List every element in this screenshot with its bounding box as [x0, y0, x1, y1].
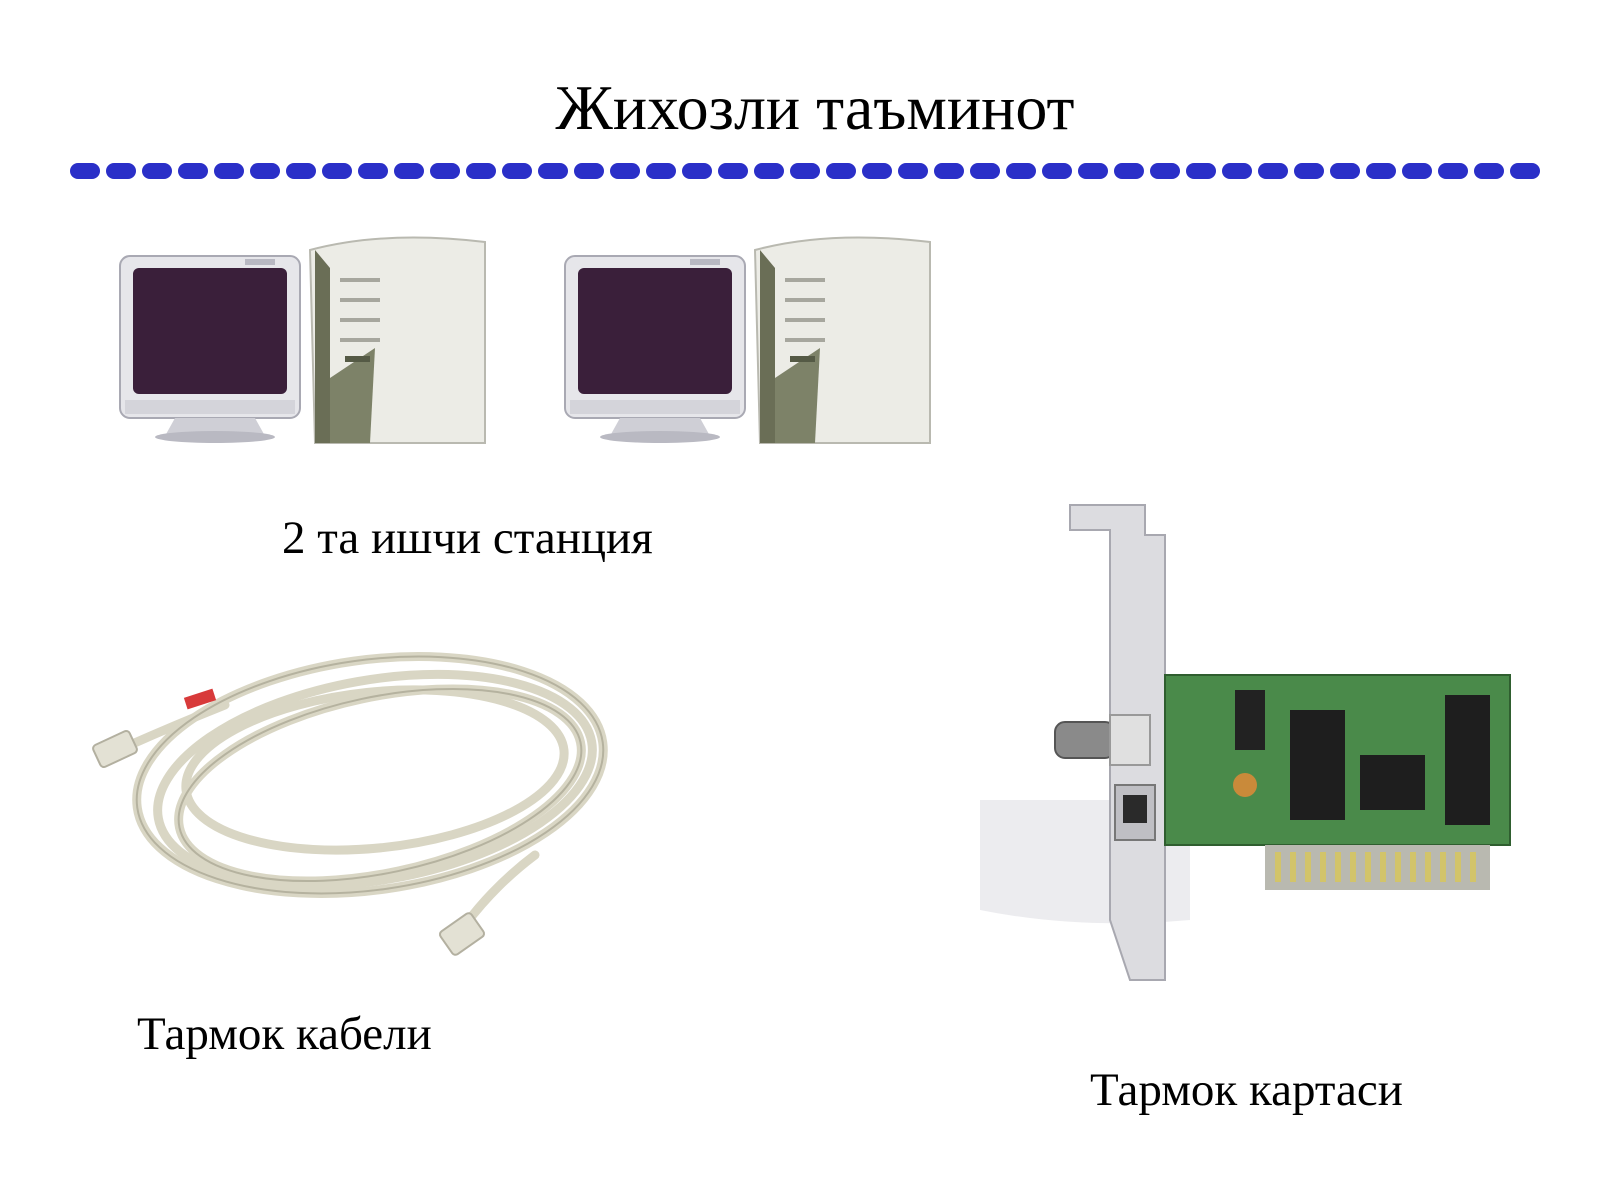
divider-dash — [898, 163, 928, 179]
divider-dash — [394, 163, 424, 179]
divider-dash — [502, 163, 532, 179]
divider-dash — [646, 163, 676, 179]
divider-dash — [1510, 163, 1540, 179]
computer-icon — [564, 236, 931, 444]
divider-dash — [322, 163, 352, 179]
divider-dash — [970, 163, 1000, 179]
network-card-icon — [980, 504, 1511, 981]
divider-dash — [574, 163, 604, 179]
divider-dash — [610, 163, 640, 179]
divider-dash — [106, 163, 136, 179]
divider-dash — [1258, 163, 1288, 179]
network-card-illustration — [980, 504, 1511, 981]
workstation-2-illustration — [564, 236, 931, 444]
divider-dash — [790, 163, 820, 179]
divider-dash — [1150, 163, 1180, 179]
network-card-caption: Тармок картаси — [1090, 1064, 1403, 1116]
divider-dash — [1222, 163, 1252, 179]
divider-dash — [286, 163, 316, 179]
workstations-caption: 2 та ишчи станция — [282, 512, 653, 564]
network-cable-illustration — [92, 652, 608, 956]
divider-dash — [358, 163, 388, 179]
divider-dash — [862, 163, 892, 179]
workstation-1-illustration — [119, 236, 486, 444]
divider-dash — [250, 163, 280, 179]
divider-dash — [214, 163, 244, 179]
divider-dash — [1366, 163, 1396, 179]
divider-dash — [1330, 163, 1360, 179]
computer-icon — [119, 236, 486, 444]
divider-dash — [538, 163, 568, 179]
divider-dash — [754, 163, 784, 179]
divider-dash — [934, 163, 964, 179]
slide-title: Жихозли таъминот — [555, 72, 1075, 143]
divider-dash — [1006, 163, 1036, 179]
title-divider — [70, 163, 1540, 179]
divider-dash — [682, 163, 712, 179]
divider-dash — [430, 163, 460, 179]
divider-dash — [826, 163, 856, 179]
divider-dash — [1078, 163, 1108, 179]
divider-dash — [1114, 163, 1144, 179]
divider-dash — [178, 163, 208, 179]
cable-caption: Тармок кабели — [137, 1008, 432, 1060]
divider-dash — [142, 163, 172, 179]
divider-dash — [466, 163, 496, 179]
cable-icon — [125, 652, 608, 930]
divider-dash — [1186, 163, 1216, 179]
divider-dash — [1042, 163, 1072, 179]
divider-dash — [1474, 163, 1504, 179]
divider-dash — [1402, 163, 1432, 179]
divider-dash — [1438, 163, 1468, 179]
divider-dash — [1294, 163, 1324, 179]
divider-dash — [70, 163, 100, 179]
divider-dash — [718, 163, 748, 179]
